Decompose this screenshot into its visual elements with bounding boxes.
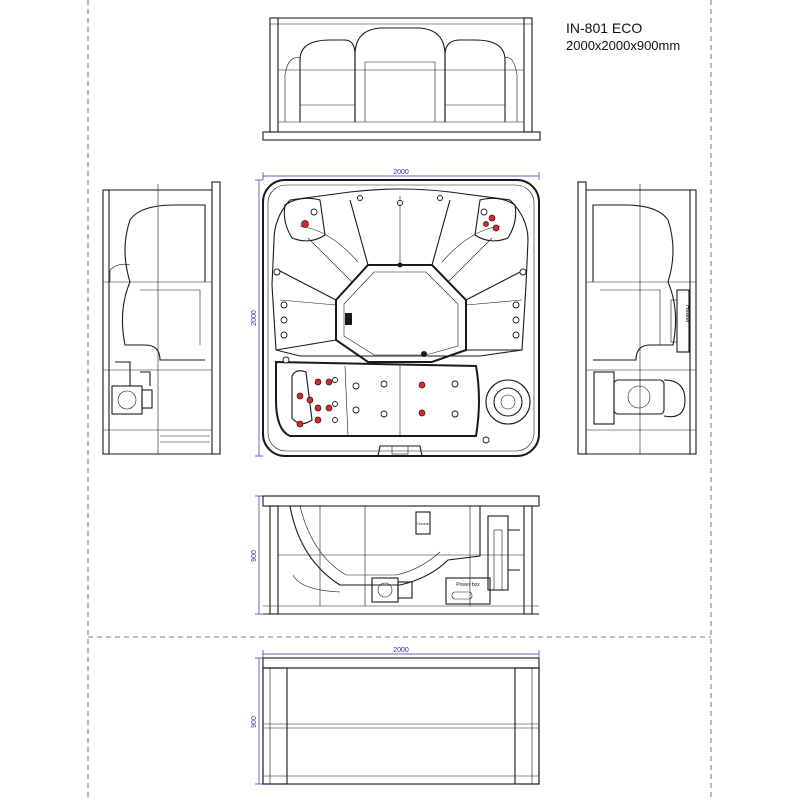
back-elevation-view bbox=[262, 17, 541, 141]
title-block: IN-801 ECO 2000x2000x900mm bbox=[566, 20, 680, 54]
red-massage-jets bbox=[296, 214, 500, 428]
pump-motor bbox=[371, 577, 399, 603]
ozone-label: Ozone bbox=[417, 521, 430, 526]
right-side-elevation-view: Heater bbox=[577, 181, 697, 455]
power-box-label: Power box bbox=[456, 582, 480, 588]
model-name: IN-801 ECO bbox=[566, 20, 643, 36]
model-dimensions: 2000x2000x900mm bbox=[566, 38, 681, 53]
front-width-dimension: 2000 bbox=[393, 647, 409, 654]
filter-housing bbox=[485, 379, 531, 425]
plan-depth-dimension: 2000 bbox=[251, 310, 258, 326]
plan-view: 2000 2000 bbox=[251, 169, 540, 457]
section-view: Ozone Power box 900 bbox=[251, 495, 540, 615]
front-height-dimension: 900 bbox=[251, 716, 258, 728]
heater-label: Heater bbox=[684, 305, 690, 323]
front-elevation-view: 2000 900 bbox=[251, 647, 540, 785]
section-height-dimension: 900 bbox=[251, 550, 258, 562]
power-box bbox=[445, 577, 491, 605]
jets bbox=[273, 195, 527, 444]
footwell-outer bbox=[335, 264, 467, 363]
left-side-elevation-view bbox=[102, 181, 221, 455]
lounger-seat bbox=[275, 360, 480, 437]
plan-dimensions: 2000 2000 bbox=[251, 169, 540, 457]
sheet-frame bbox=[87, 0, 712, 800]
plan-width-dimension: 2000 bbox=[393, 169, 409, 176]
